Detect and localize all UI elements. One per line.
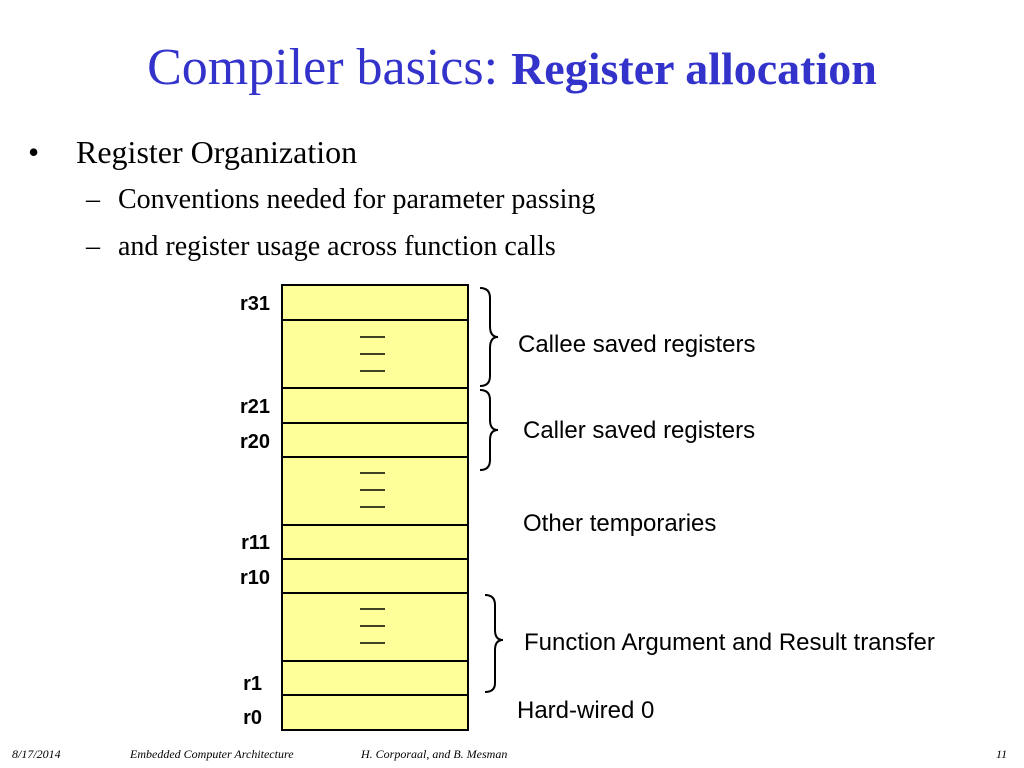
register-label-r10: r10 <box>240 567 270 589</box>
group-label-other-temporaries: Other temporaries <box>523 510 716 537</box>
title-bold: Register allocation <box>511 43 877 94</box>
footer-course: Embedded Computer Architecture <box>130 747 294 761</box>
register-label-r0: r0 <box>243 707 262 729</box>
cell-r0 <box>281 694 469 731</box>
register-labels: r31 r21 r20 r11 r10 r1 r0 <box>240 293 270 729</box>
brace-caller-saved <box>479 389 499 471</box>
brace-callee-saved <box>479 287 499 387</box>
cell-r31 <box>281 284 469 321</box>
footer-date: 8/17/2014 <box>12 747 61 761</box>
footer-authors: H. Corporaal, and B. Mesman <box>361 747 508 761</box>
group-label-argument-result: Function Argument and Result transfer <box>524 629 935 656</box>
group-labels: Callee saved registers Caller saved regi… <box>517 331 935 724</box>
subbullet-parameter-passing: –Conventions needed for parameter passin… <box>86 184 595 216</box>
cell-r21 <box>281 387 469 424</box>
register-label-r20: r20 <box>240 431 270 453</box>
cell-arg-gap <box>281 592 469 662</box>
register-label-r1: r1 <box>243 673 262 695</box>
cell-r10 <box>281 558 469 594</box>
group-label-callee-saved: Callee saved registers <box>518 331 755 358</box>
subbullet-text: and register usage across function calls <box>118 231 556 262</box>
subbullet-register-usage: –and register usage across function call… <box>86 231 556 263</box>
subbullet-marker: – <box>86 184 100 215</box>
register-label-r21: r21 <box>240 396 270 418</box>
group-label-caller-saved: Caller saved registers <box>523 417 755 444</box>
brace-argument-transfer <box>484 594 504 693</box>
ellipsis-dashes <box>360 336 385 644</box>
bullet-text: Register Organization <box>76 134 358 170</box>
bullet-marker: • <box>28 134 40 170</box>
subbullet-text: Conventions needed for parameter passing <box>118 184 596 215</box>
slide-title: Compiler basics: Register allocation <box>0 38 1024 97</box>
title-normal: Compiler basics: <box>147 39 512 96</box>
subbullet-marker: – <box>86 231 100 262</box>
footer-page-number: 11 <box>996 747 1008 761</box>
group-braces <box>479 287 504 693</box>
register-label-r11: r11 <box>241 532 270 554</box>
cell-r1 <box>281 660 469 696</box>
register-label-r31: r31 <box>240 293 270 315</box>
cell-r20 <box>281 422 469 458</box>
cell-r11 <box>281 524 469 560</box>
cell-temp-gap <box>281 456 469 526</box>
bullet-register-organization: • Register Organization <box>28 134 357 171</box>
group-label-hard-wired-zero: Hard-wired 0 <box>517 697 654 724</box>
